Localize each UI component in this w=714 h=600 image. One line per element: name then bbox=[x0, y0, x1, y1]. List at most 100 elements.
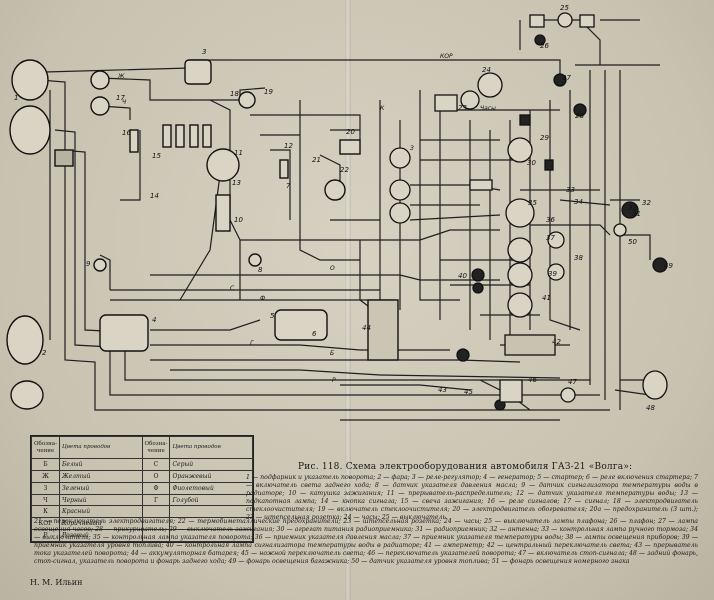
component-number-49: 49 bbox=[664, 262, 673, 270]
legend-header-code-1: Обозна-чение bbox=[31, 435, 60, 460]
legend-row: К Красный bbox=[31, 505, 253, 519]
component-number-47: 47 bbox=[568, 378, 577, 386]
component-number-6: 6 bbox=[312, 330, 317, 338]
component-number-15: 15 bbox=[152, 152, 161, 160]
author-name: Н. М. Ильин bbox=[30, 578, 83, 587]
legend-color: Черный bbox=[58, 493, 143, 507]
figure-caption-right: 1 — подфарник и указатель поворота; 2 — … bbox=[246, 474, 698, 521]
gauge-oil bbox=[505, 198, 535, 228]
legend-header-color-1: Цвета проводов bbox=[58, 435, 143, 460]
legend-header-code-2: Обозна-чение bbox=[141, 435, 171, 460]
legend-color: Голубой bbox=[169, 493, 253, 507]
legend-code: Б bbox=[31, 458, 60, 471]
component-number-27: 27 bbox=[562, 74, 571, 82]
component-number-9: 9 bbox=[86, 260, 91, 268]
wire-code-label: О bbox=[330, 265, 335, 272]
legend-row: Ч Черный Г Голубой bbox=[31, 493, 253, 507]
legend-code: Р bbox=[31, 529, 60, 542]
wire-code-label: Б bbox=[330, 350, 334, 357]
legend-code bbox=[141, 529, 171, 542]
component-number-46: 46 bbox=[528, 376, 537, 384]
clock bbox=[477, 72, 503, 98]
left-lamp-2 bbox=[10, 380, 44, 410]
component-number-1: 1 bbox=[14, 94, 18, 102]
wire-harness-mid bbox=[54, 129, 600, 396]
legend-color: Зеленый bbox=[58, 481, 143, 495]
left-lamp-1 bbox=[11, 59, 49, 101]
legend-row: Р Розовый bbox=[31, 529, 253, 542]
wire-code-label: З bbox=[410, 145, 414, 152]
component-number-13: 13 bbox=[232, 179, 241, 187]
component-number-4: 4 bbox=[152, 316, 156, 324]
wire-code-label: КОР bbox=[440, 53, 453, 60]
component-number-23: 23 bbox=[458, 104, 467, 112]
legend-code: Г bbox=[141, 493, 171, 507]
legend-code: Ж bbox=[31, 470, 60, 483]
legend-color bbox=[169, 505, 253, 519]
legend-row: З Зеленый Ф Фиолетовый bbox=[31, 481, 253, 495]
gauge-temp bbox=[507, 237, 533, 263]
component-number-3: 3 bbox=[202, 48, 206, 56]
component-number-10: 10 bbox=[234, 216, 243, 224]
component-number-50: 50 bbox=[628, 238, 637, 246]
component-number-42: 42 bbox=[552, 338, 561, 346]
component-number-5: 5 bbox=[270, 312, 275, 320]
component-number-51: 51 bbox=[632, 210, 641, 218]
clock-label: Часы bbox=[480, 105, 496, 112]
wire-code-label: Ч bbox=[122, 99, 126, 106]
legend-color: Серый bbox=[169, 458, 253, 471]
wire-code-label: Ж bbox=[117, 73, 125, 80]
light-switch bbox=[504, 334, 556, 356]
wire-code-label: С bbox=[230, 285, 235, 292]
component-number-37: 37 bbox=[546, 234, 555, 242]
component-number-29: 29 bbox=[540, 134, 549, 142]
component-number-16: 16 bbox=[122, 129, 131, 137]
wire-code-label: Ф bbox=[260, 295, 265, 302]
component-number-14: 14 bbox=[150, 192, 159, 200]
left-headlight-bottom bbox=[6, 315, 44, 365]
legend-code bbox=[141, 505, 171, 519]
component-number-21: 21 bbox=[312, 156, 321, 164]
wire-harness-lower bbox=[39, 79, 610, 411]
legend-color bbox=[169, 529, 253, 542]
legend-code: С bbox=[141, 458, 171, 471]
legend-row: Б Белый С Серый bbox=[31, 458, 253, 471]
legend-code: З bbox=[31, 481, 60, 495]
component-number-31: 31 bbox=[628, 204, 637, 212]
ammeter bbox=[507, 292, 533, 318]
component-number-38: 38 bbox=[574, 254, 583, 262]
figure-caption-full: 21 — переключатель электродвигателя; 22 … bbox=[34, 518, 698, 565]
component-number-34: 34 bbox=[574, 198, 583, 206]
rear-lamp bbox=[642, 370, 668, 400]
starter bbox=[274, 309, 328, 341]
left-headlight-top bbox=[9, 105, 51, 155]
component-number-12: 12 bbox=[284, 142, 293, 150]
legend-row: Ж Желтый О Оранжевый bbox=[31, 470, 253, 483]
component-number-24: 24 bbox=[482, 66, 491, 74]
component-number-30: 30 bbox=[527, 159, 536, 167]
component-number-7: 7 bbox=[286, 182, 291, 190]
legend-code: Ч bbox=[31, 493, 60, 507]
legend-header-color-2: Цвета проводов bbox=[169, 435, 253, 460]
component-number-8: 8 bbox=[258, 266, 263, 274]
component-number-17: 17 bbox=[116, 94, 125, 102]
component-number-18: 18 bbox=[230, 90, 239, 98]
component-number-20: 20 bbox=[346, 128, 355, 136]
component-number-11: 11 bbox=[234, 149, 243, 157]
legend-color: Белый bbox=[58, 458, 143, 471]
component-number-36: 36 bbox=[546, 216, 555, 224]
battery bbox=[367, 299, 399, 361]
component-number-26: 26 bbox=[540, 42, 549, 50]
gauge-fuel bbox=[507, 262, 533, 288]
component-number-33: 33 bbox=[566, 186, 575, 194]
figure-title: Рис. 118. Схема электрооборудования авто… bbox=[298, 462, 633, 472]
component-number-22: 22 bbox=[340, 166, 349, 174]
legend-color: Красный bbox=[58, 505, 143, 519]
wire-code-label: Р bbox=[332, 377, 336, 384]
component-number-25: 25 bbox=[560, 4, 569, 12]
component-number-44: 44 bbox=[362, 324, 371, 332]
wiring-diagram: 1234567891011121314151617181920212223242… bbox=[6, 4, 673, 421]
component-number-41: 41 bbox=[542, 294, 551, 302]
legend-code: К bbox=[31, 505, 60, 519]
